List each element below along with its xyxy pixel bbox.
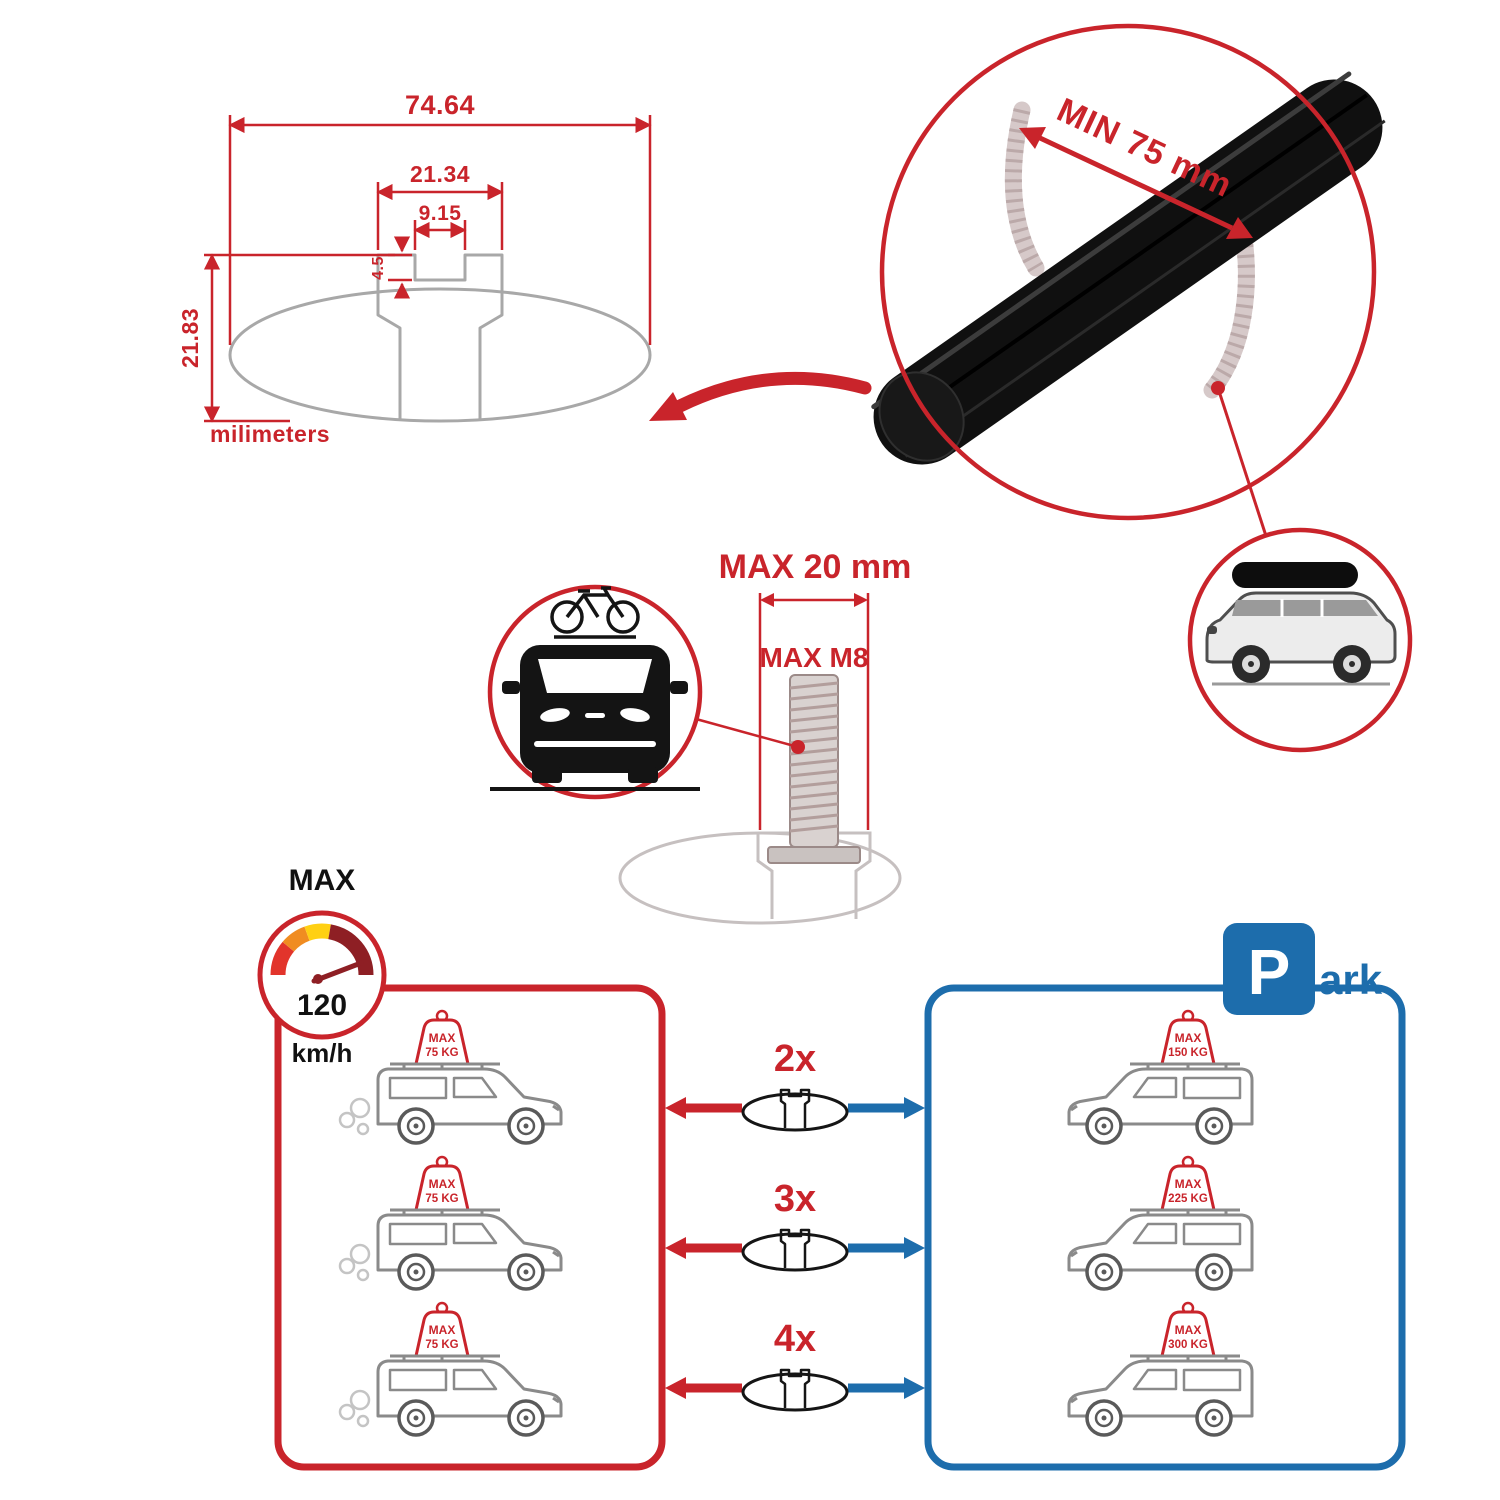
crossbar-count-row: 2x	[665, 1038, 925, 1132]
load-label-value: 300 KG	[1168, 1339, 1208, 1351]
right-arrow-icon	[904, 1097, 925, 1119]
park-car-row: MAX 150 KG	[1067, 1009, 1254, 1145]
park-sign-ark: ark	[1319, 956, 1383, 1003]
speedometer-icon	[270, 923, 374, 976]
park-car-row: MAX 300 KG	[1067, 1301, 1254, 1437]
load-label-value: 75 KG	[425, 1193, 458, 1205]
speed-gauge: MAX 120 km/h	[257, 864, 387, 1068]
crossbar-count-column: 2x 3x 4x	[665, 1038, 925, 1412]
park-sign: P ark	[1223, 923, 1383, 1015]
bar-section-icon	[741, 1228, 849, 1272]
suv-roofbox-circle	[1187, 527, 1413, 753]
load-label-max: MAX	[429, 1323, 456, 1337]
dim-slot-depth-label: 4.5	[370, 256, 387, 280]
park-car-row: MAX 225 KG	[1067, 1155, 1254, 1291]
bolt-callout-line	[695, 717, 799, 749]
right-arrow-icon	[904, 1237, 925, 1259]
left-arrow-icon	[665, 1377, 686, 1399]
bar-section-icon	[741, 1088, 849, 1132]
crossbar-profile-shape	[228, 253, 652, 423]
bolt-diagram: MAX 20 mm MAX M8	[487, 548, 912, 925]
car-front-icon	[490, 645, 700, 791]
park-sign-square	[1223, 923, 1315, 1015]
bike-car-circle	[487, 584, 703, 800]
callout-line	[1216, 387, 1268, 537]
right-arrow-icon	[904, 1377, 925, 1399]
drive-zone-box: MAX 75 KG MAX 75 KG MAX 75 KG	[274, 984, 666, 1471]
dim-total-height-label: 21.83	[177, 308, 203, 368]
crossbar-detail: MIN 75 mm	[871, 23, 1413, 753]
load-label-value: 75 KG	[425, 1339, 458, 1351]
load-label-max: MAX	[429, 1031, 456, 1045]
dimension-lines	[203, 115, 652, 423]
bike-icon	[550, 586, 640, 639]
load-label-value: 75 KG	[425, 1047, 458, 1059]
left-arrow-icon	[665, 1097, 686, 1119]
load-label-max: MAX	[429, 1177, 456, 1191]
drive-car-row: MAX 75 KG	[338, 1155, 563, 1291]
pointer-arrow-icon	[649, 371, 872, 421]
bolt-callout-dot	[791, 740, 805, 754]
units-label: milimeters	[210, 421, 330, 447]
dim-total-width-label: 74.64	[405, 90, 475, 120]
gauge-unit: km/h	[292, 1038, 353, 1068]
bolt-dimension-lines	[758, 593, 870, 830]
drive-car-row: MAX 75 KG	[338, 1009, 563, 1145]
load-label-value: 225 KG	[1168, 1193, 1208, 1205]
bar-section-icon	[741, 1368, 849, 1412]
left-arrow-icon	[665, 1237, 686, 1259]
gauge-max-label: MAX	[289, 864, 356, 897]
load-label-max: MAX	[1175, 1177, 1202, 1191]
load-label-value: 150 KG	[1168, 1047, 1208, 1059]
load-label-max: MAX	[1175, 1323, 1202, 1337]
roof-box	[1232, 562, 1358, 588]
detail-circle	[879, 23, 1377, 521]
crossbar-count-row: 3x	[665, 1178, 925, 1272]
dim-channel-width-label: 21.34	[410, 161, 470, 187]
t-bolt	[767, 674, 861, 864]
park-zone-box: MAX 150 KG MAX 225 KG MAX 300 KG	[924, 984, 1406, 1471]
count-label: 3x	[774, 1178, 816, 1220]
count-label: 2x	[774, 1038, 816, 1080]
dim-slot-width-label: 9.15	[419, 202, 462, 225]
gauge-value: 120	[297, 989, 347, 1022]
tech-drawing: 74.64 21.34 9.15 4.5 21.83 milimeters	[177, 90, 872, 447]
drive-car-row: MAX 75 KG	[338, 1301, 563, 1437]
load-label-max: MAX	[1175, 1031, 1202, 1045]
bolt-max-width-label: MAX 20 mm	[719, 548, 912, 586]
channel-profile	[618, 831, 902, 925]
bolt-max-thread-label: MAX M8	[760, 642, 869, 673]
crossbar-photo	[871, 71, 1386, 465]
crossbar-count-row: 4x	[665, 1318, 925, 1412]
min-span-arrow	[1019, 127, 1253, 239]
count-label: 4x	[774, 1318, 816, 1360]
park-sign-p: P	[1248, 936, 1291, 1008]
